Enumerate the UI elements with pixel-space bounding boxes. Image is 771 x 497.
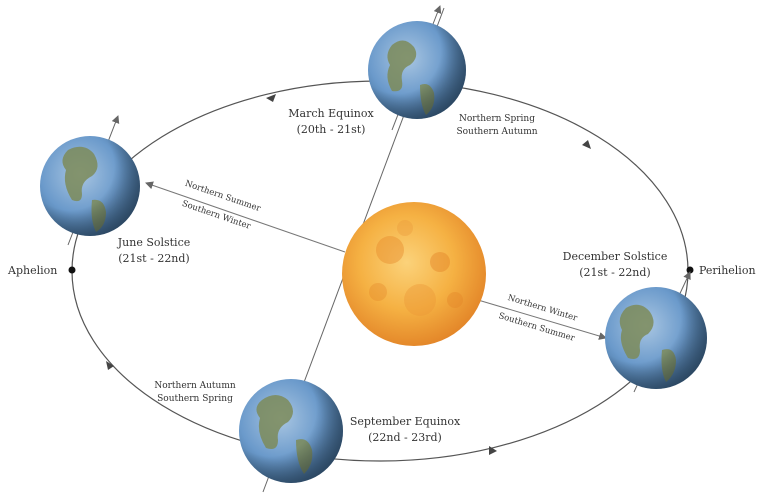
march-equinox-title: March Equinox [288, 107, 374, 120]
june-solstice-title: June Solstice [117, 236, 191, 249]
march-season-north: Northern Spring [459, 114, 535, 124]
september-season-south: Southern Spring [157, 394, 233, 404]
december-solstice-title: December Solstice [563, 250, 668, 263]
aphelion-point [68, 266, 76, 274]
sun-ray-december [477, 299, 607, 340]
orbit-direction-arrow-icon [266, 94, 276, 102]
june-solstice-dates: (21st - 22nd) [118, 252, 189, 265]
december-solstice-dates: (21st - 22nd) [579, 266, 650, 279]
sun-ray-june [145, 181, 346, 253]
earth-globe-icon [239, 379, 343, 483]
orbit-direction-arrow-icon [106, 361, 114, 370]
perihelion-label: Perihelion [699, 264, 756, 277]
earth-globe-icon [368, 5, 466, 131]
march-season-south: Southern Autumn [456, 127, 537, 137]
september-equinox-title: September Equinox [350, 415, 461, 428]
sun-icon [342, 202, 486, 346]
earth-globe-icon [605, 271, 707, 393]
march-equinox-dates: (20th - 21st) [297, 123, 366, 136]
orbit-direction-arrow-icon [489, 446, 497, 455]
september-season-north: Northern Autumn [154, 381, 236, 391]
aphelion-label: Aphelion [7, 264, 57, 277]
orbit-direction-arrow-icon [582, 140, 591, 149]
september-equinox-dates: (22nd - 23rd) [368, 431, 442, 444]
earth-globe-icon [40, 115, 140, 246]
